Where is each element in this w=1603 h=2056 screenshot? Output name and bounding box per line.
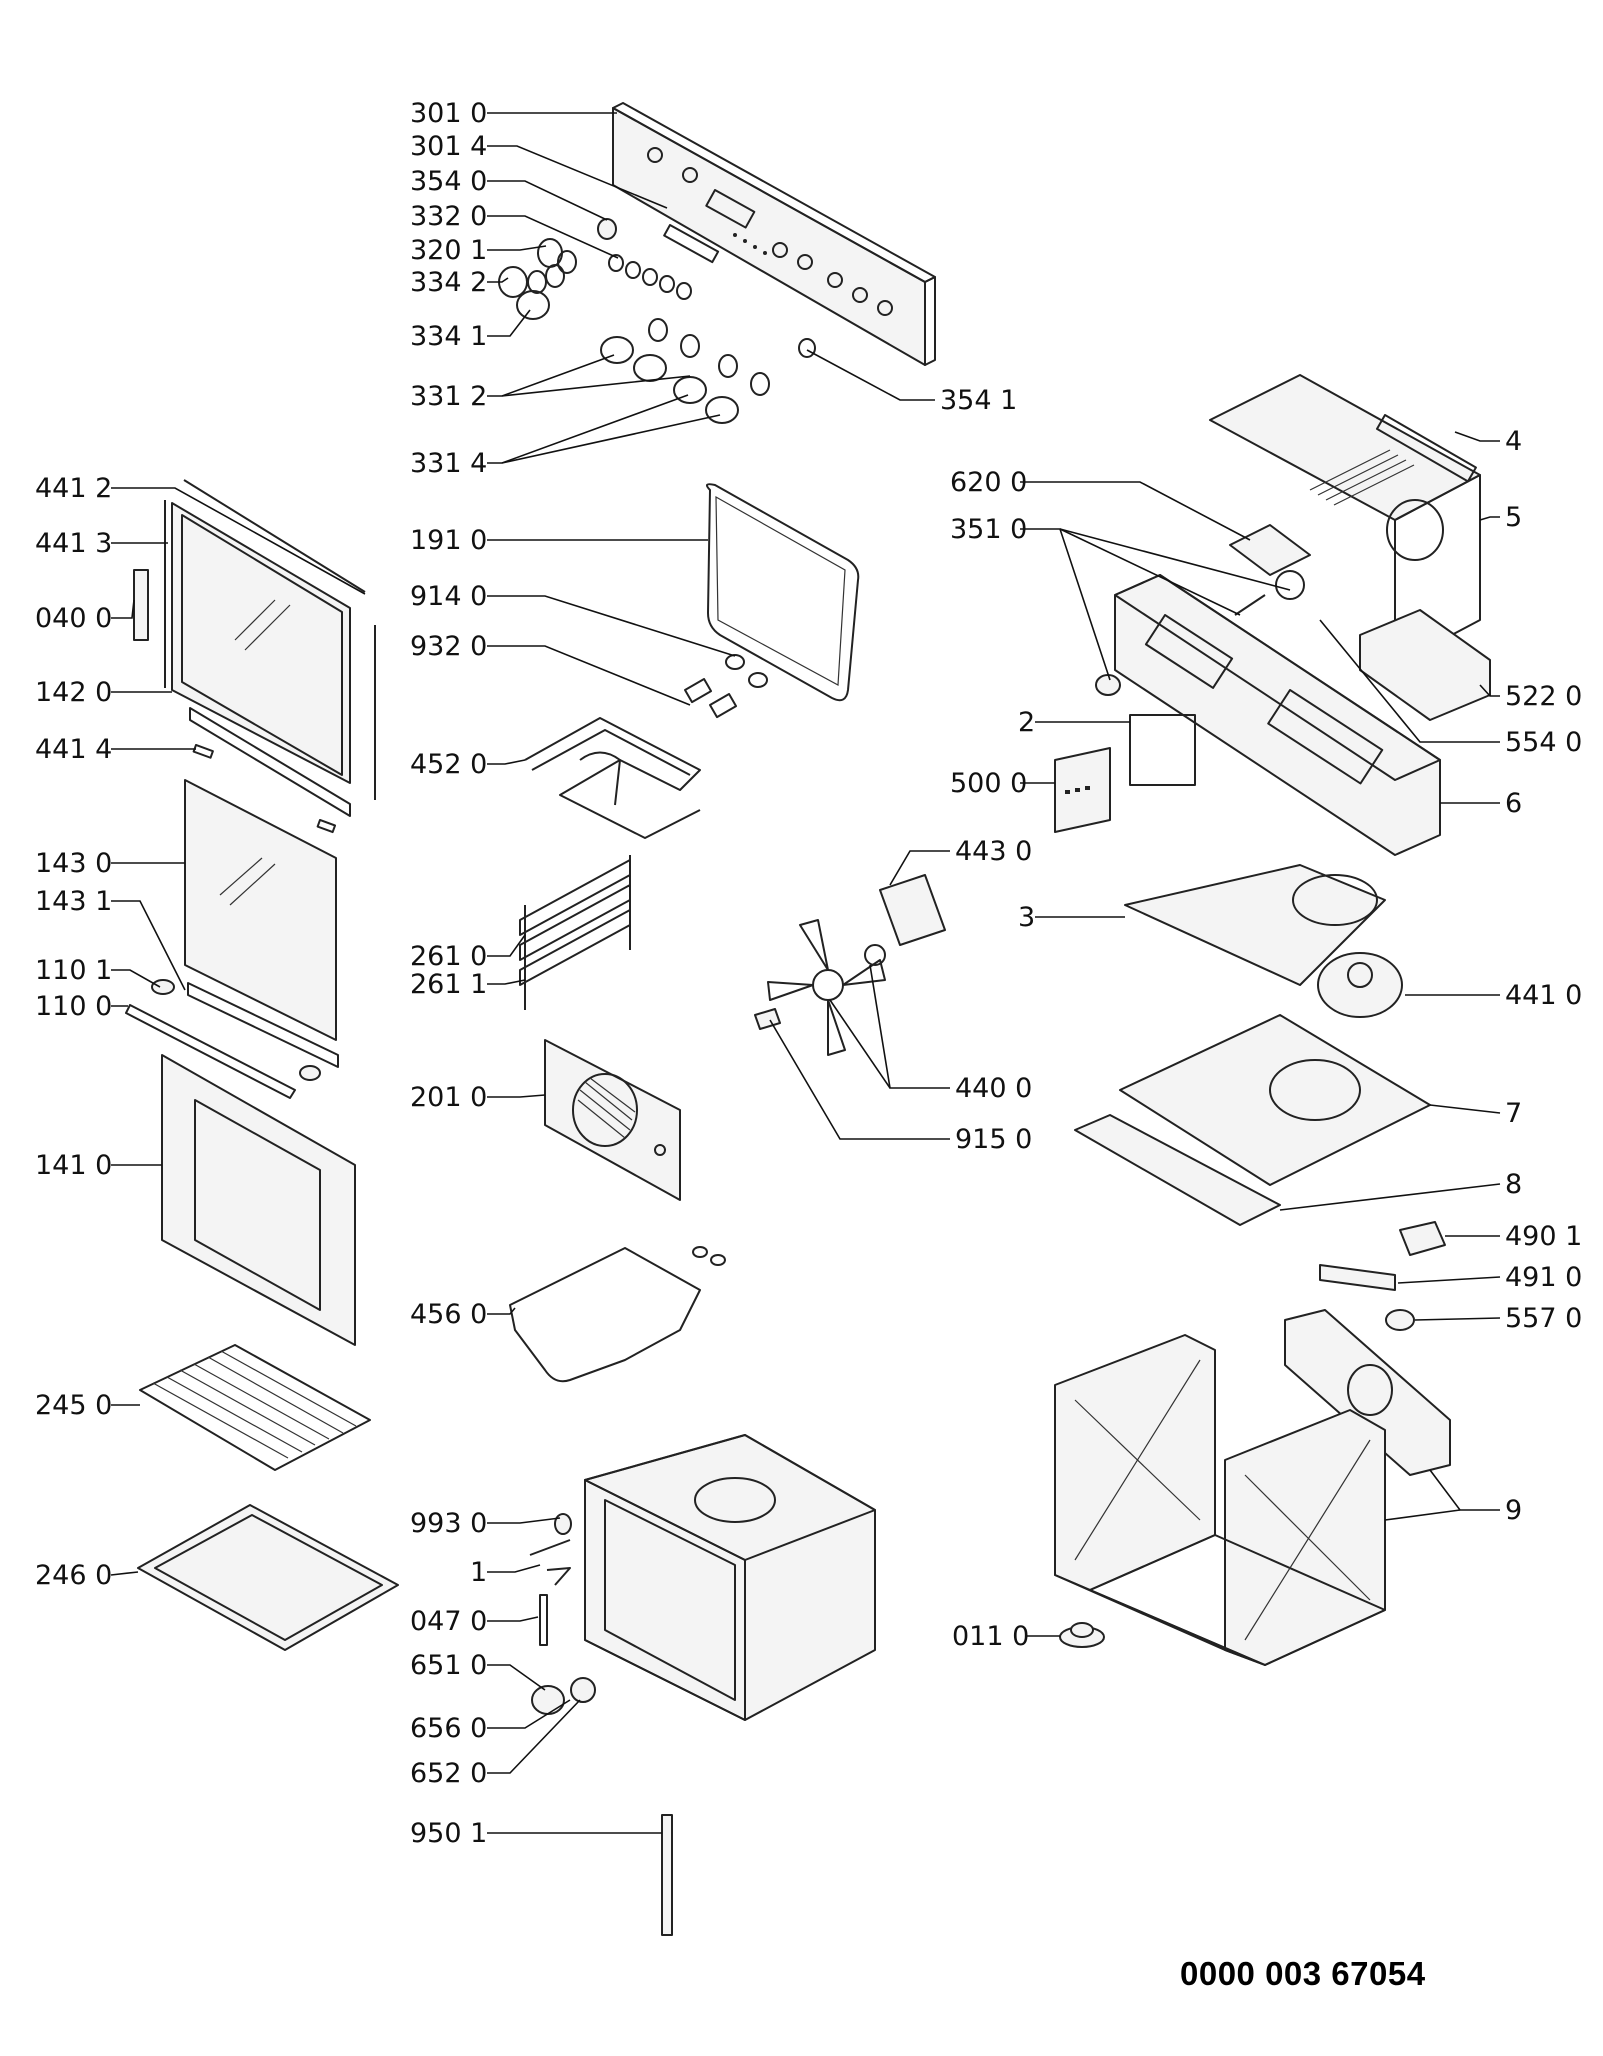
callout-3510: 351 0 — [950, 514, 1027, 545]
fan-motor — [864, 874, 946, 966]
callout-0400: 040 0 — [35, 603, 112, 634]
callout-labels: 301 0 301 4 354 0 332 0 320 1 334 2 334 … — [35, 98, 1582, 1849]
document-number: 0000 003 67054 — [1180, 1955, 1426, 1992]
callout-4: 4 — [1505, 426, 1522, 457]
callout-3201: 320 1 — [410, 235, 487, 266]
callout-3341: 334 1 — [410, 321, 487, 352]
terminal-components — [1319, 1221, 1446, 1331]
callout-8: 8 — [1505, 1169, 1522, 1200]
shelf-support-rails — [519, 855, 631, 1010]
callout-3541: 354 1 — [940, 385, 1017, 416]
callout-3320: 332 0 — [410, 201, 487, 232]
callout-9: 9 — [1505, 1495, 1522, 1526]
callout-7: 7 — [1505, 1098, 1522, 1129]
callout-3010: 301 0 — [410, 98, 487, 129]
callout-6510: 651 0 — [410, 1650, 487, 1681]
callout-2010: 201 0 — [410, 1082, 487, 1113]
callout-4901: 490 1 — [1505, 1221, 1582, 1252]
bottom-heating-element — [509, 1246, 726, 1383]
cavity-small-parts — [529, 1513, 673, 1936]
leader-lines — [110, 112, 1501, 1834]
timer-module — [1054, 714, 1196, 833]
fan-blade — [754, 919, 886, 1056]
callout-4413: 441 3 — [35, 528, 112, 559]
callout-4412: 441 2 — [35, 473, 112, 504]
callout-3: 3 — [1018, 902, 1035, 933]
callout-0470: 047 0 — [410, 1606, 487, 1637]
fan-cover — [544, 1039, 681, 1201]
rear-cover-plate — [1124, 864, 1403, 1018]
adjustable-foot — [1059, 1622, 1105, 1648]
callout-1101: 110 1 — [35, 955, 112, 986]
callout-4910: 491 0 — [1505, 1262, 1582, 1293]
callout-1430: 143 0 — [35, 848, 112, 879]
callout-6: 6 — [1505, 788, 1522, 819]
callout-1910: 191 0 — [410, 525, 487, 556]
callout-4520: 452 0 — [410, 749, 487, 780]
callout-5570: 557 0 — [1505, 1303, 1582, 1334]
callout-4414: 441 4 — [35, 734, 112, 765]
callout-1420: 142 0 — [35, 677, 112, 708]
callout-1: 1 — [470, 1557, 487, 1588]
outer-door-panel — [161, 1054, 356, 1346]
baking-tray — [137, 1504, 399, 1651]
callout-1100: 110 0 — [35, 991, 112, 1022]
callout-3014: 301 4 — [410, 131, 487, 162]
callout-9501: 950 1 — [410, 1818, 487, 1849]
door-inner-frame — [133, 479, 376, 834]
callout-3540: 354 0 — [410, 166, 487, 197]
callout-3342: 334 2 — [410, 267, 487, 298]
callout-5: 5 — [1505, 502, 1522, 533]
top-heating-element — [524, 654, 768, 839]
callout-9150: 915 0 — [955, 1124, 1032, 1155]
callout-2611: 261 1 — [410, 969, 487, 1000]
top-cover-assembly — [1209, 374, 1481, 666]
front-strip — [1074, 1114, 1281, 1226]
callout-5540: 554 0 — [1505, 727, 1582, 758]
callout-6200: 620 0 — [950, 467, 1027, 498]
wire-shelf — [139, 1344, 371, 1471]
callout-5220: 522 0 — [1505, 681, 1582, 712]
callout-9320: 932 0 — [410, 631, 487, 662]
callout-1410: 141 0 — [35, 1150, 112, 1181]
callout-1431: 143 1 — [35, 886, 112, 917]
oven-cavity — [584, 1434, 876, 1721]
callout-2450: 245 0 — [35, 1390, 112, 1421]
callout-2: 2 — [1018, 707, 1035, 738]
control-housing — [1114, 574, 1441, 856]
callout-6560: 656 0 — [410, 1713, 487, 1744]
callout-5000: 500 0 — [950, 768, 1027, 799]
callout-9930: 993 0 — [410, 1508, 487, 1539]
callout-9140: 914 0 — [410, 581, 487, 612]
selector-knobs — [498, 218, 816, 424]
callout-0110: 011 0 — [952, 1621, 1029, 1652]
callout-3312: 331 2 — [410, 381, 487, 412]
door-inner-glass — [184, 779, 339, 1068]
callout-6520: 652 0 — [410, 1758, 487, 1789]
callout-3314: 331 4 — [410, 448, 487, 479]
door-handle-bar — [125, 979, 321, 1099]
callout-4560: 456 0 — [410, 1299, 487, 1330]
callout-2460: 246 0 — [35, 1560, 112, 1591]
callout-4400: 440 0 — [955, 1073, 1032, 1104]
callout-2610: 261 0 — [410, 941, 487, 972]
oven-door-seal — [705, 483, 860, 702]
control-panel-fascia — [612, 102, 936, 366]
oven-carcass — [1054, 1309, 1451, 1666]
callout-4430: 443 0 — [955, 836, 1032, 867]
callout-4410: 441 0 — [1505, 980, 1582, 1011]
